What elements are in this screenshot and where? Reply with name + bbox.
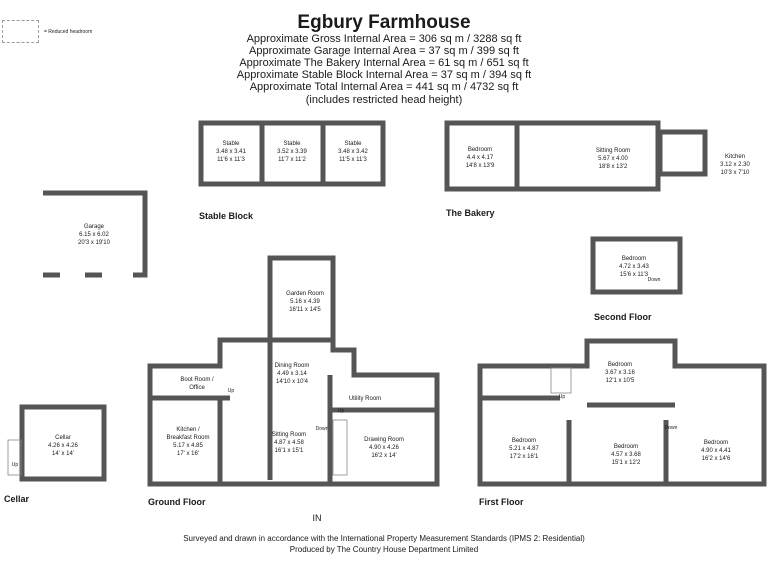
label-cellar: Cellar <box>4 494 30 504</box>
plan-title: Egbury Farmhouse <box>297 12 471 33</box>
bakery-kitchen-outline <box>657 129 708 177</box>
area-note: (includes restricted head height) <box>305 94 463 106</box>
stable-block-outline <box>198 120 386 187</box>
area-total: Approximate Total Internal Area = 441 sq… <box>249 81 519 93</box>
marker-up-cellar: Up <box>12 462 19 468</box>
label-ground-floor: Ground Floor <box>148 497 206 507</box>
marker-down-first: Down <box>665 425 678 431</box>
legend-label: = Reduced headroom <box>44 29 93 35</box>
second-floor-outline <box>590 236 683 295</box>
marker-up-first: Up <box>559 394 566 400</box>
section-labels: Stable Block The Bakery Second Floor Cel… <box>4 208 652 507</box>
label-bakery: The Bakery <box>446 208 495 218</box>
reduced-headroom-swatch <box>2 20 39 43</box>
room-boot: Boot Room /Office <box>180 377 214 391</box>
room-utility: Utility Room <box>349 396 381 402</box>
marker-up-boot: Up <box>228 388 235 394</box>
first-floor-outline <box>477 338 767 487</box>
label-first-floor: First Floor <box>479 497 524 507</box>
marker-down-second: Down <box>648 277 661 283</box>
ground-floor-outline <box>147 255 440 487</box>
area-stable: Approximate Stable Block Internal Area =… <box>236 69 532 81</box>
stair-markers: Up Down Up Up Down Up Down <box>12 277 678 468</box>
area-garage: Approximate Garage Internal Area = 37 sq… <box>249 45 519 57</box>
marker-up-utility: Up <box>338 408 345 414</box>
footer-standards: Surveyed and drawn in accordance with th… <box>183 534 585 543</box>
cellar-outline <box>19 404 107 482</box>
garage-outline <box>43 190 148 278</box>
stairs <box>7 367 572 476</box>
footer-producer: Produced by The Country House Department… <box>290 545 478 554</box>
walls <box>19 120 767 487</box>
footer: Surveyed and drawn in accordance with th… <box>183 534 585 554</box>
label-second-floor: Second Floor <box>594 312 652 322</box>
marker-down-sitting: Down <box>316 426 329 432</box>
area-bakery: Approximate The Bakery Internal Area = 6… <box>239 57 529 69</box>
label-stable-block: Stable Block <box>199 211 254 221</box>
entrance-label: IN <box>313 513 322 523</box>
area-gross: Approximate Gross Internal Area = 306 sq… <box>246 33 522 45</box>
